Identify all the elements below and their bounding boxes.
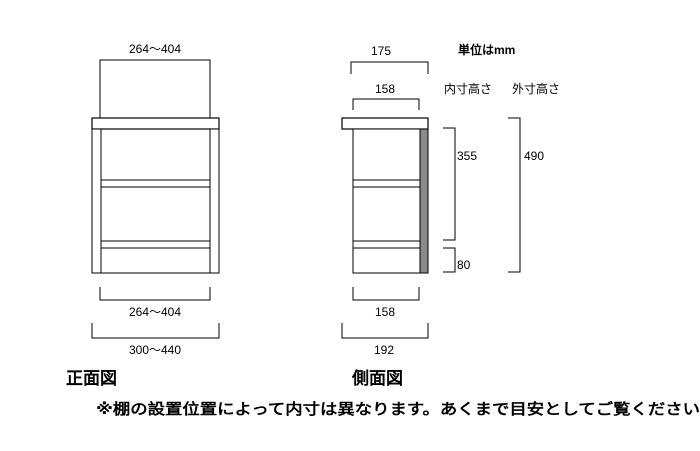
front-top-width-bracket: [99, 59, 211, 118]
unit-label: 単位はmm: [458, 42, 515, 57]
front-middle-shelf: [100, 179, 211, 188]
front-view: 264～404 264～404 300～440 正面図: [66, 42, 220, 388]
side-back-panel: [419, 128, 429, 274]
front-right-side-panel: [209, 128, 220, 274]
front-view-title: 正面図: [66, 369, 117, 388]
inner-height-header: 内寸高さ: [444, 81, 492, 96]
side-outer-depth-label: 192: [374, 343, 394, 357]
front-bottom-shelf: [100, 240, 211, 249]
side-body-depth-label: 158: [375, 82, 395, 96]
front-top-board: [91, 117, 220, 130]
front-outer-width-bracket: [91, 323, 220, 339]
side-inner-height-main-label: 355: [457, 149, 477, 163]
side-inner-height-main-bracket: [443, 127, 456, 241]
side-inner-height-bottom-bracket: [443, 247, 456, 273]
side-body-depth-bracket: [352, 98, 420, 110]
side-outer-height-bracket: [508, 117, 521, 273]
side-outer-depth-bracket: [341, 323, 429, 339]
side-view-title: 側面図: [351, 368, 403, 388]
side-top-depth-label: 175: [371, 44, 391, 58]
side-bottom-shelf: [352, 240, 421, 249]
side-body: [352, 128, 421, 274]
side-top-depth-bracket: [350, 61, 429, 74]
side-outer-height-label: 490: [524, 149, 544, 163]
side-middle-shelf: [352, 179, 421, 188]
side-inner-height-bottom-label: 80: [457, 258, 471, 272]
outer-height-header: 外寸高さ: [512, 81, 560, 96]
front-left-side-panel: [91, 128, 102, 274]
disclaimer-note: ※棚の設置位置によって内寸は異なります。あくまで目安としてご覧ください: [96, 400, 700, 418]
side-view: 175 158 158 192 側面図 355 80 490: [341, 44, 544, 388]
front-inner-width-bracket: [99, 287, 211, 301]
front-outer-width-label: 300～440: [129, 343, 181, 357]
front-inner-width-label: 264～404: [129, 305, 181, 319]
front-top-width-label: 264～404: [129, 42, 181, 56]
side-inner-depth-label: 158: [375, 305, 395, 319]
side-top-board: [341, 117, 429, 130]
side-inner-depth-bracket: [352, 287, 420, 301]
